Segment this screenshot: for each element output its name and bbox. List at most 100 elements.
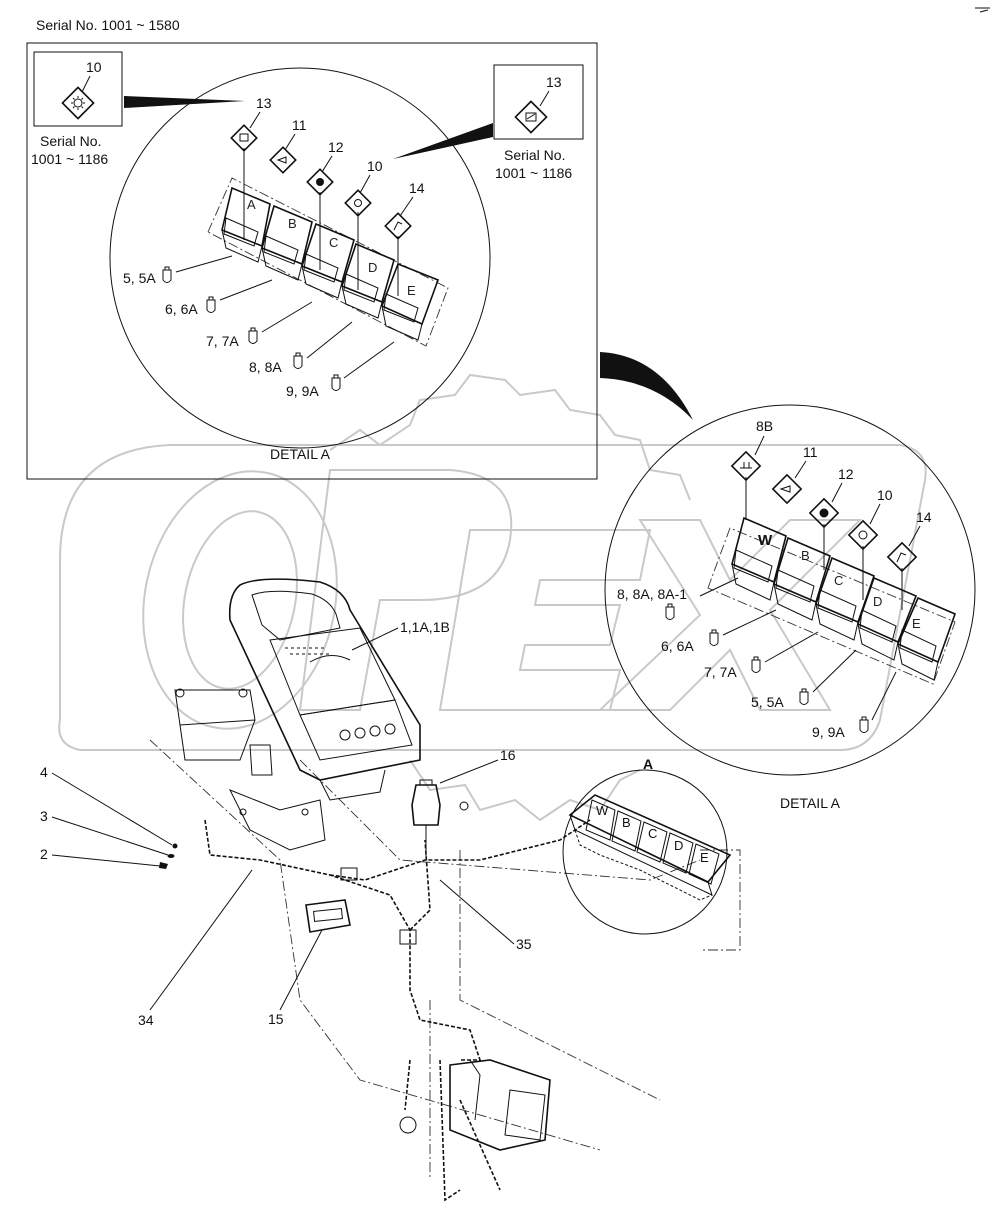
washer-icon (172, 843, 178, 849)
switch-letter-d: D (873, 594, 882, 609)
gauge-arc (309, 655, 351, 663)
bulb-icon (709, 629, 719, 646)
detail-top-bulbs: 5, 5A 6, 6A 7, 7A 8, 8A 9, 9A (123, 255, 395, 399)
corner-mark (975, 7, 990, 13)
switch-letter-e: E (407, 283, 416, 298)
ground-terminal-icon (399, 1116, 417, 1134)
detail-top-symbols: 13 11 12 10 14 (230, 95, 425, 240)
detail-right-panel-outline (707, 527, 956, 685)
rocker-switch-w: W (731, 516, 787, 601)
section-a-circle (562, 769, 728, 935)
mini-switch-b: B (611, 810, 642, 852)
switch-letter-c: C (329, 235, 338, 250)
bulb-label-8: 8, 8A (249, 359, 282, 375)
watermark-logo (58, 373, 927, 822)
wiper-symbol-icon (514, 100, 548, 134)
bolt-icon (159, 862, 168, 869)
mini-switch-letter-d: D (674, 838, 683, 853)
bulb-label-6: 6, 6A (165, 301, 198, 317)
cluster-button-icon (369, 725, 381, 737)
mounting-bracket (174, 688, 326, 851)
switch-letter-b: B (288, 216, 297, 231)
right-callout-8b: 8B (756, 418, 773, 434)
rocker-switch-e: E (380, 262, 440, 341)
inset-right: 13 Serial No. 1001 ~ 1186 (493, 64, 584, 181)
beacon-symbol-icon (808, 497, 840, 529)
section-marker-a: A (643, 756, 653, 772)
pressure-sensor (411, 779, 469, 860)
callout-connector: 15 (268, 1011, 284, 1027)
right-callout-10: 10 (877, 487, 893, 503)
light-symbol-icon (847, 519, 879, 551)
mini-switch-d: D (662, 832, 694, 874)
mini-switch-w: W (585, 799, 616, 841)
switch-letter-w: W (758, 532, 773, 549)
callout-harness: 35 (516, 936, 532, 952)
inset-right-callout: 13 (546, 74, 562, 90)
pointer-wedge-left (124, 96, 245, 108)
switch-letter-b: B (801, 548, 810, 563)
light-symbol-icon (344, 189, 372, 217)
right-callout-11: 11 (803, 444, 818, 460)
work-light-symbol-icon (730, 450, 762, 482)
top-callout-13: 13 (256, 95, 272, 111)
right-bulb-label-5: 5, 5A (751, 694, 784, 710)
mini-switch-letter-b: B (622, 815, 631, 830)
detail-right-bulbs: 8, 8A, 8A-1 6, 6A 7, 7A 5, 5A 9, 9A (617, 577, 897, 740)
rocker-switch-d: D (341, 242, 395, 319)
harness-connector-icon (399, 929, 417, 945)
pointer-swoosh (600, 352, 693, 420)
inset-left-callout: 10 (86, 59, 102, 75)
bulb-icon (293, 352, 303, 369)
horn-symbol-icon (886, 541, 918, 573)
bulb-icon (248, 327, 258, 344)
right-callout-12: 12 (838, 466, 854, 482)
headlight-symbol-icon (771, 473, 803, 505)
inset-left-serial-2: 1001 ~ 1186 (31, 151, 108, 167)
callout-sensor: 16 (500, 747, 516, 763)
top-callout-11: 11 (292, 117, 307, 133)
top-callout-14: 14 (409, 180, 425, 196)
connector-module (305, 899, 351, 933)
lock-washer-icon (167, 854, 175, 858)
detail-top-frame (26, 42, 598, 480)
right-bulb-label-7: 7, 7A (704, 664, 737, 680)
detail-top-switches: A B C D E (221, 186, 440, 341)
switch-letter-d: D (368, 260, 377, 275)
inset-right-serial-2: 1001 ~ 1186 (495, 165, 572, 181)
callout-4: 4 (40, 764, 48, 780)
cluster-button-icon (339, 729, 351, 741)
top-callout-12: 12 (328, 139, 344, 155)
top-callout-10: 10 (367, 158, 383, 174)
horn-symbol-icon (384, 212, 412, 240)
light-symbol-icon (61, 86, 95, 120)
right-callout-14: 14 (916, 509, 932, 525)
mini-switch-e: E (688, 843, 720, 885)
bulb-icon (331, 374, 341, 391)
bulb-icon (665, 603, 675, 620)
bulb-icon (162, 266, 172, 283)
cluster-button-icon (384, 723, 396, 735)
switch-letter-e: E (912, 616, 921, 631)
air-duct (449, 1059, 551, 1151)
detail-right-leaders (745, 477, 903, 610)
headlight-symbol-icon (269, 146, 297, 174)
serial-range-label: Serial No. 1001 ~ 1580 (36, 17, 180, 33)
bulb-icon (859, 716, 869, 733)
right-bulb-label-9: 9, 9A (812, 724, 845, 740)
detail-right-symbols: 8B 11 12 10 14 (730, 418, 932, 573)
bulb-label-9: 9, 9A (286, 383, 319, 399)
mini-switch-letter-e: E (700, 850, 709, 865)
mini-switch-c: C (636, 821, 668, 863)
inset-right-serial-1: Serial No. (504, 147, 565, 163)
switch-letter-a: A (247, 197, 256, 212)
callout-bracket: 34 (138, 1012, 154, 1028)
switch-letter-c: C (834, 573, 843, 588)
callout-cluster: 1,1A,1B (400, 619, 450, 635)
mini-switch-letter-c: C (648, 826, 657, 841)
callout-3: 3 (40, 808, 48, 824)
pointer-wedge-right (393, 123, 493, 159)
detail-top-circle (109, 67, 491, 449)
section-a-switch-panel: W B C D E (568, 794, 732, 901)
